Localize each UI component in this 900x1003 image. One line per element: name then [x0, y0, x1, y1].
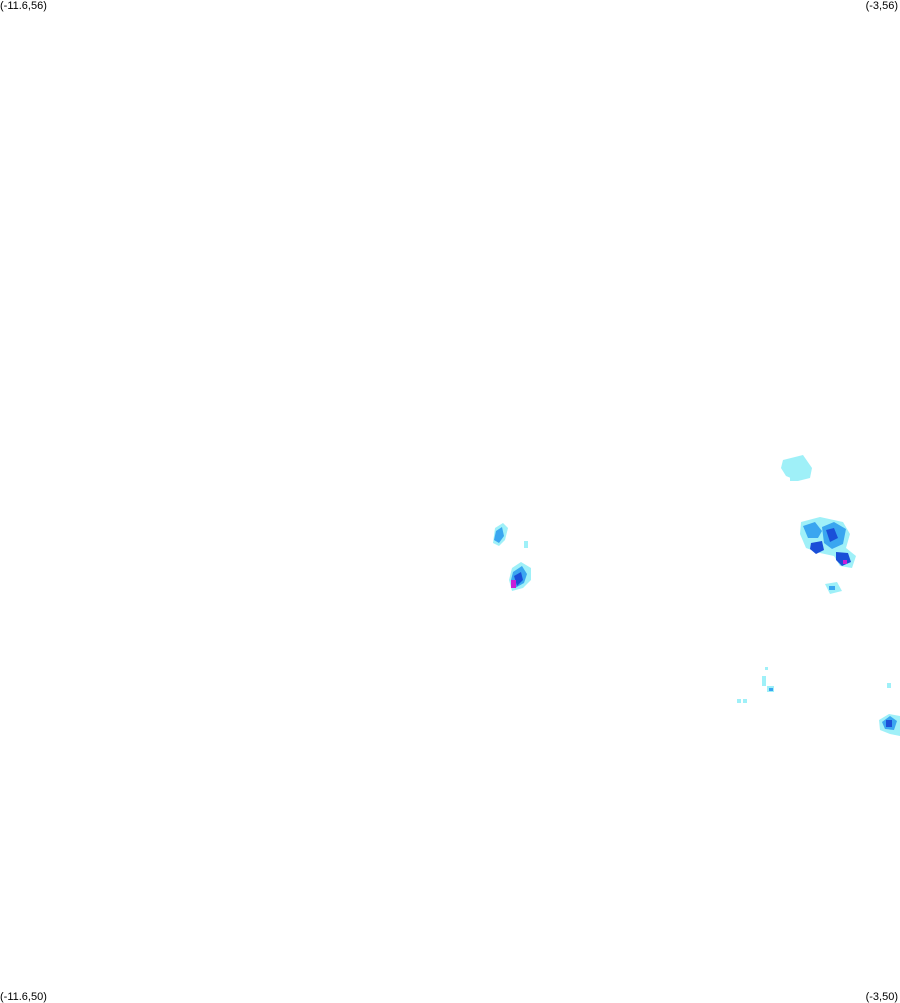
echo-cell [826, 528, 838, 542]
echo-cell [790, 476, 798, 481]
echo-cell [781, 455, 812, 481]
echo-cluster [737, 667, 900, 736]
corner-coordinate-top-left: (-11.6,56) [0, 0, 47, 12]
echo-cell [829, 586, 835, 590]
echo-cell [765, 667, 768, 670]
echo-cell [762, 676, 766, 686]
echo-cluster [800, 517, 856, 594]
echo-cell [886, 720, 892, 727]
echo-cluster [781, 455, 812, 481]
corner-coordinate-bottom-left: (-11.6,50) [0, 991, 47, 1003]
echo-cell [887, 683, 891, 688]
echo-cell [836, 552, 851, 566]
echo-cell [843, 560, 847, 564]
corner-coordinate-bottom-right: (-3,50) [865, 991, 898, 1003]
echo-cluster [493, 523, 531, 591]
echo-cell [803, 522, 822, 538]
echo-cell [737, 699, 741, 703]
echo-cell [514, 572, 523, 586]
echo-cell [511, 580, 516, 588]
echo-cell [810, 541, 824, 554]
echo-cell [494, 527, 504, 543]
echo-cell [769, 688, 773, 691]
echo-cell [524, 541, 528, 548]
corner-coordinate-top-right: (-3,56) [865, 0, 898, 12]
echo-cell [743, 699, 747, 703]
